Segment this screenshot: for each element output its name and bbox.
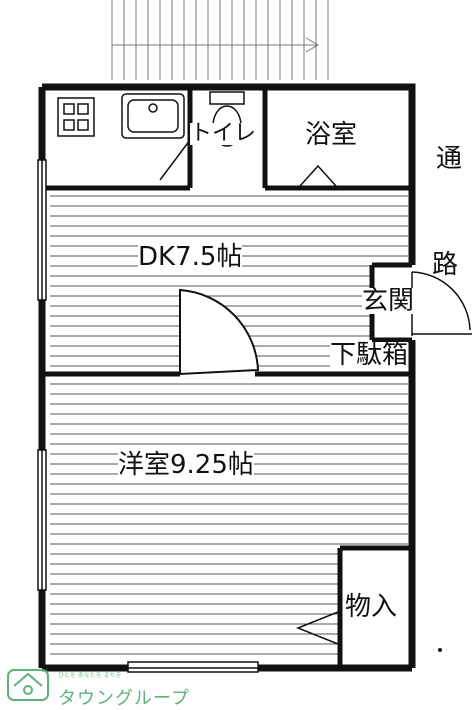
toilet-door xyxy=(159,139,191,181)
corner-mark xyxy=(438,648,442,652)
bedroom-floor-hatch xyxy=(50,383,408,655)
watermark-logo xyxy=(7,669,49,701)
kitchen-sink xyxy=(121,93,185,139)
interior-walls xyxy=(42,88,412,668)
outer-walls xyxy=(38,83,416,672)
street-label-2: 路 xyxy=(432,250,459,280)
dk-label: DK7.5帖 xyxy=(138,242,243,272)
watermark-tagline: ひとを あなたを まちを xyxy=(58,672,122,679)
dk-floor-hatch xyxy=(50,195,408,367)
entrance-label: 玄関 xyxy=(362,286,415,316)
bedroom-door xyxy=(179,288,260,376)
entrance-door xyxy=(411,271,472,336)
windows xyxy=(37,159,259,673)
stairs xyxy=(111,0,329,80)
bedroom-label: 洋室9.25帖 xyxy=(118,450,254,480)
street-label-1: 通 xyxy=(436,144,463,174)
stove xyxy=(57,97,95,137)
toilet-label: トイレ xyxy=(190,121,257,146)
watermark-brand: タウングループ xyxy=(58,688,190,709)
bath-door xyxy=(299,164,337,187)
closet-label: 物入 xyxy=(345,592,398,622)
house-icon xyxy=(7,669,49,701)
closet-door xyxy=(295,611,339,645)
bath-label: 浴室 xyxy=(305,120,358,150)
shoe-box-label: 下駄箱 xyxy=(330,340,409,370)
